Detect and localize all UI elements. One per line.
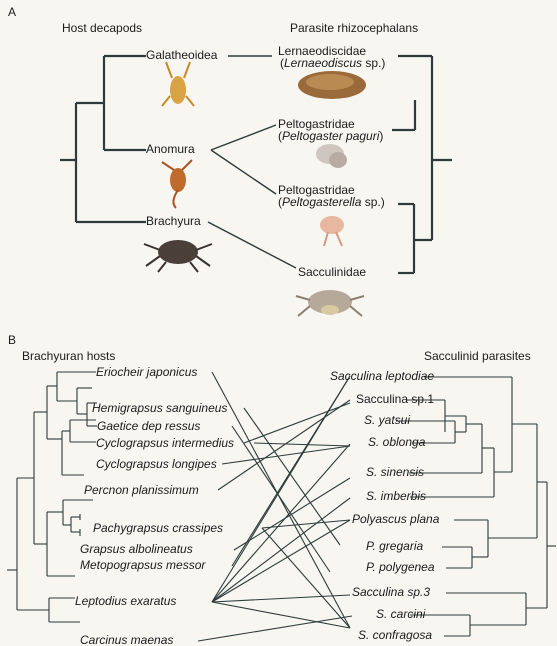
- host-b-gaetice: Gaetice dep ressus: [97, 420, 200, 433]
- panel-b-letter: B: [8, 334, 16, 347]
- host-label-galatheoidea: Galatheoidea: [146, 49, 217, 62]
- host-tree-a: [60, 56, 146, 222]
- parasite-b-s-yatsui: S. yatsui: [364, 414, 410, 427]
- host-heading-b: Brachyuran hosts: [22, 350, 115, 363]
- parasite-b-s-imberbis: S. imberbis: [366, 490, 426, 503]
- host-heading-a: Host decapods: [62, 22, 142, 35]
- host-b-percnon: Percnon planissimum: [84, 484, 199, 497]
- host-b-eriocheir: Eriocheir japonicus: [96, 366, 197, 379]
- parasite-heading-b: Sacculinid parasites: [424, 350, 531, 363]
- panel-a-letter: A: [8, 6, 16, 19]
- parasite-b-s-sinensis: S. sinensis: [366, 466, 424, 479]
- host-b-grapsus: Grapsus albolineatus: [80, 543, 193, 556]
- sacculinid-crab-image: [296, 290, 364, 316]
- parasite-b-s-carcini: S. carcini: [376, 608, 425, 621]
- peltogasterella-name: Peltogasterella: [282, 195, 361, 209]
- host-b-hemigrapsus: Hemigrapsus sanguineus: [92, 402, 227, 415]
- parasite-heading-a: Parasite rhizocephalans: [290, 22, 418, 35]
- host-b-metopograpsus: Metopograpsus messor: [80, 559, 205, 572]
- lernaeodiscus-image: [298, 71, 366, 99]
- host-b-cyclograpsus-intermedius: Cyclograpsus intermedius: [96, 437, 234, 450]
- parasite-b-p-gregaria: P. gregaria: [366, 540, 423, 553]
- parasite-b-s-confragosa: S. confragosa: [358, 629, 432, 642]
- hermit-crab-image: [162, 160, 192, 208]
- lernaeodiscus-sp: sp.): [362, 56, 385, 70]
- associations-a: [208, 56, 296, 268]
- host-label-anomura: Anomura: [146, 143, 195, 156]
- peltogaster-name: Peltogaster paguri: [282, 129, 379, 143]
- brachyuran-crab-image: [144, 240, 212, 272]
- parasite-label-peltogaster: (Peltogaster paguri): [278, 130, 383, 143]
- galatheoid-crab-image: [162, 62, 194, 106]
- host-label-brachyura: Brachyura: [146, 215, 201, 228]
- peltogasterella-sp: sp.): [361, 195, 384, 209]
- peltogasterella-image: [320, 216, 344, 246]
- parasite-label-sacculinidae: Sacculinidae: [298, 266, 366, 279]
- parasite-b-p-polygenea: P. polygenea: [366, 561, 435, 574]
- lernaeodiscus-name: Lernaeodiscus: [284, 56, 362, 70]
- parasite-b-sacculina-sp1: Sacculina sp.1: [356, 393, 434, 406]
- parasite-b-sacculina-sp3: Sacculina sp.3: [352, 586, 430, 599]
- host-b-carcinus: Carcinus maenas: [80, 634, 173, 646]
- parasite-tree-a: [392, 56, 452, 273]
- host-b-pachygrapsus: Pachygrapsus crassipes: [93, 522, 223, 535]
- host-b-leptodius: Leptodius exaratus: [75, 595, 176, 608]
- peltogaster-image: [316, 144, 347, 168]
- parasite-b-polyascus-plana: Polyascus plana: [352, 513, 439, 526]
- parasite-b-s-oblonga: S. oblonga: [368, 436, 425, 449]
- parasite-b-sacculina-leptodiae: Sacculina leptodiae: [330, 370, 434, 383]
- host-tree-b: [7, 372, 97, 622]
- parasite-label-peltogasterella: (Peltogasterella sp.): [278, 196, 385, 209]
- parasite-label-lernaeodiscus: (Lernaeodiscus sp.): [280, 57, 385, 70]
- host-b-cyclograpsus-longipes: Cyclograpsus longipes: [96, 458, 217, 471]
